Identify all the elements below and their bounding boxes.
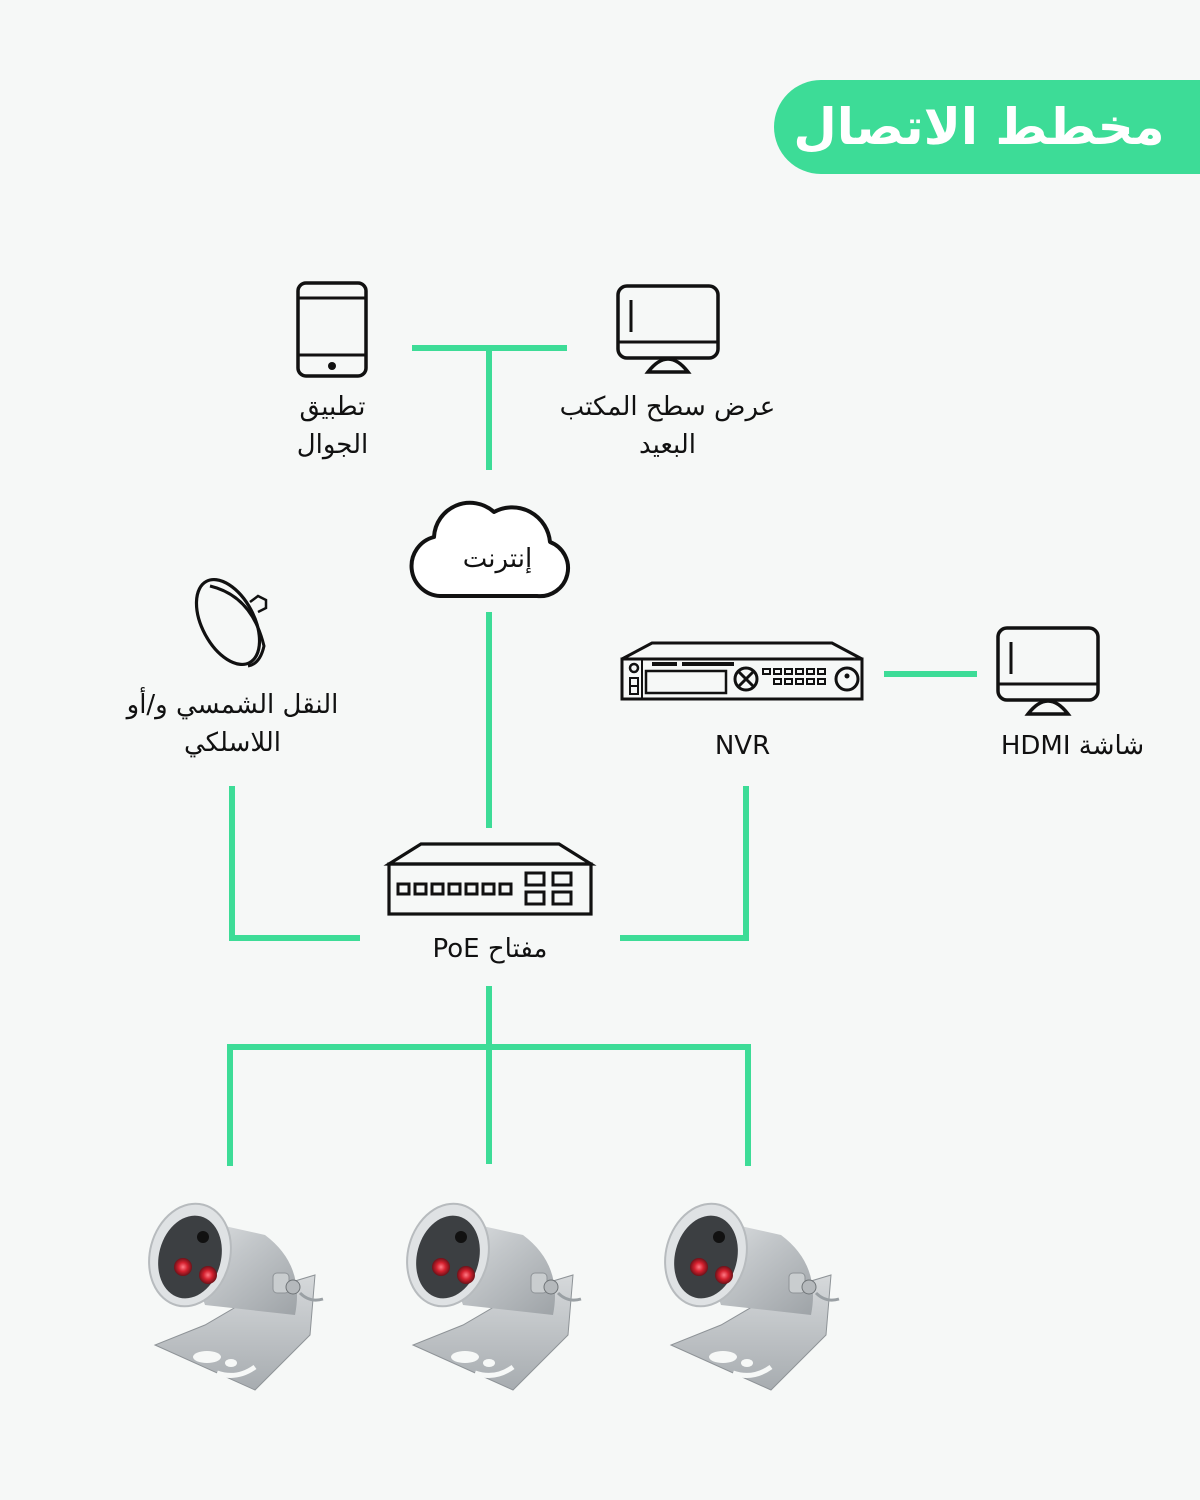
remote-desktop-label: عرض سطح المكتب البعيد (559, 392, 776, 460)
connector-wireless-vertical (229, 786, 235, 940)
mobile-app-label: تطبيق الجوال (296, 392, 369, 460)
camera-icon (661, 1195, 851, 1395)
connector-wireless-horizontal (229, 935, 360, 941)
poe-switch-label: مفتاح PoE (432, 934, 548, 964)
tablet-icon (296, 281, 368, 378)
connector-nvr-to-hdmi (884, 671, 977, 677)
cloud-icon (409, 500, 571, 599)
diagram-title-badge: مخطط الاتصال (774, 80, 1200, 174)
connector-nvr-horizontal (620, 935, 749, 941)
connector-nvr-vertical (743, 786, 749, 940)
connector-switch-down (486, 986, 492, 1164)
solar-wireless-label: النقل الشمسي و/أو اللاسلكي (126, 690, 339, 758)
nvr-recorder-icon (620, 641, 864, 701)
connector-internet-to-switch (486, 612, 492, 828)
network-switch-icon (383, 842, 597, 916)
internet-label: إنترنت (462, 544, 533, 574)
connector-camera-3 (745, 1044, 751, 1166)
nvr-label: NVR (714, 731, 771, 761)
monitor-icon (616, 284, 720, 374)
camera-icon (145, 1195, 335, 1395)
satellite-dish-icon (194, 577, 268, 668)
hdmi-monitor-label: شاشة HDMI (1000, 731, 1145, 761)
connector-camera-bus (227, 1044, 751, 1050)
camera-icon (403, 1195, 593, 1395)
connector-top-to-internet (486, 345, 492, 470)
diagram-title: مخطط الاتصال (793, 98, 1165, 156)
connector-camera-1 (227, 1044, 233, 1166)
hdmi-monitor-icon (996, 626, 1100, 716)
